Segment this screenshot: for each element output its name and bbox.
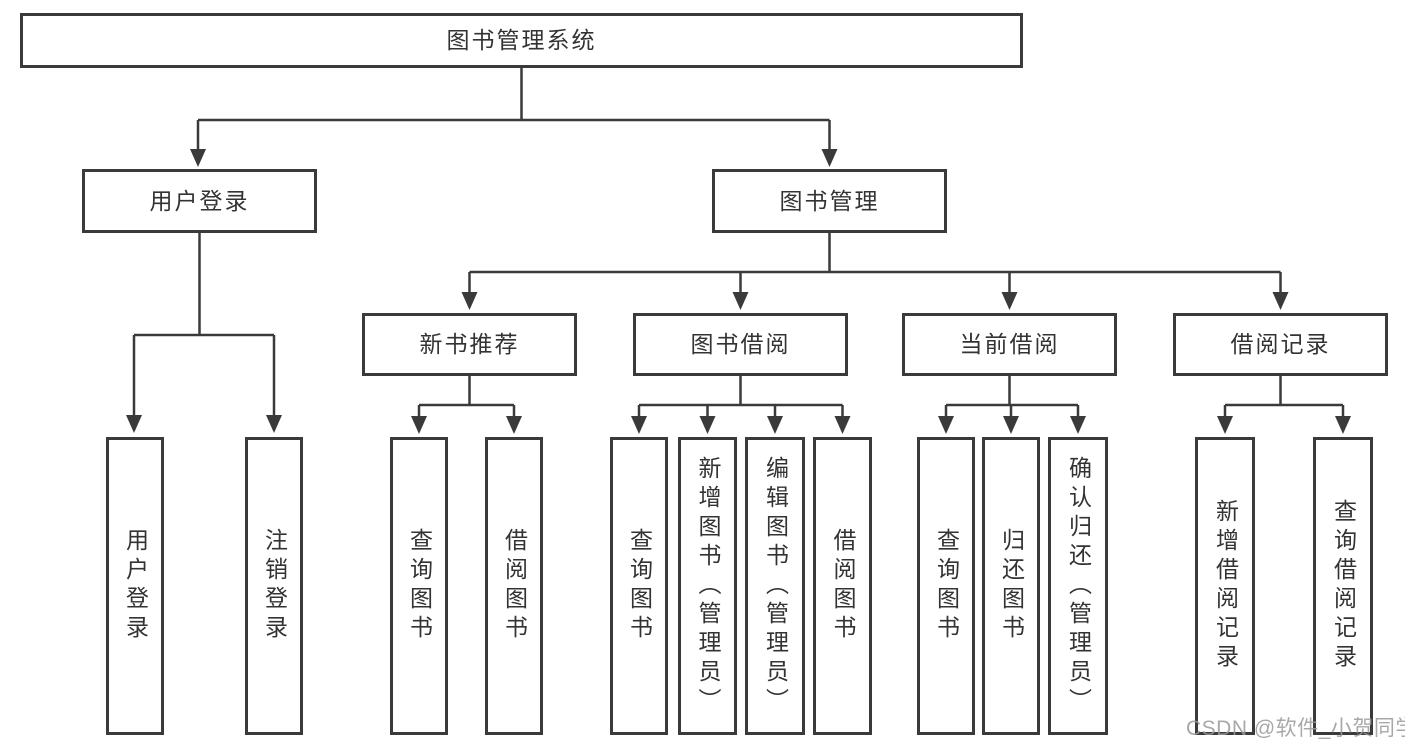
node-label: 用户登录 bbox=[122, 528, 149, 644]
node-label: 用户登录 bbox=[149, 187, 250, 214]
node-label: 借阅图书 bbox=[830, 528, 856, 644]
leaf-user-login: 用户登录 bbox=[106, 437, 164, 735]
leaf-add-books-admin: 新增图书（管理员） bbox=[678, 437, 737, 735]
node-label: 编辑图书（管理员） bbox=[762, 455, 789, 717]
node-label: 新书推荐 bbox=[419, 331, 520, 357]
leaf-edit-books-admin: 编辑图书（管理员） bbox=[745, 437, 805, 735]
node-library-management-system: 图书管理系统 bbox=[20, 13, 1023, 68]
node-label: 图书管理系统 bbox=[446, 27, 597, 53]
node-label: 查询借阅记录 bbox=[1330, 499, 1357, 673]
leaf-query-borrow-record: 查询借阅记录 bbox=[1313, 437, 1373, 735]
leaf-logout: 注销登录 bbox=[245, 437, 303, 735]
node-label: 新增图书（管理员） bbox=[695, 455, 721, 717]
node-new-book-recommendation: 新书推荐 bbox=[362, 313, 577, 376]
leaf-query-books-borrowing: 查询图书 bbox=[610, 437, 668, 735]
node-current-borrowing: 当前借阅 bbox=[902, 313, 1117, 376]
node-book-borrowing: 图书借阅 bbox=[633, 313, 848, 376]
node-label: 查询图书 bbox=[406, 528, 433, 644]
node-label: 查询图书 bbox=[933, 528, 960, 644]
leaf-query-books-current: 查询图书 bbox=[917, 437, 975, 735]
node-label: 图书管理 bbox=[779, 187, 880, 214]
leaf-add-borrow-record: 新增借阅记录 bbox=[1195, 437, 1255, 735]
leaf-return-books: 归还图书 bbox=[982, 437, 1040, 735]
leaf-confirm-return-admin: 确认归还（管理员） bbox=[1048, 437, 1108, 735]
leaf-borrow-books: 借阅图书 bbox=[813, 437, 872, 735]
node-borrowing-records: 借阅记录 bbox=[1173, 313, 1388, 376]
node-label: 归还图书 bbox=[998, 528, 1025, 644]
leaf-query-books-recommend: 查询图书 bbox=[390, 437, 448, 735]
node-book-management: 图书管理 bbox=[712, 169, 947, 233]
node-label: 借阅记录 bbox=[1230, 331, 1331, 357]
node-label: 图书借阅 bbox=[690, 331, 791, 357]
leaf-borrow-books-recommend: 借阅图书 bbox=[485, 437, 543, 735]
node-label: 新增借阅记录 bbox=[1212, 499, 1239, 673]
node-label: 注销登录 bbox=[261, 528, 288, 644]
node-label: 查询图书 bbox=[626, 528, 653, 644]
node-label: 借阅图书 bbox=[501, 528, 528, 644]
csdn-watermark: CSDN @软件_小贺同学 bbox=[1186, 717, 1405, 740]
node-user-login: 用户登录 bbox=[82, 169, 317, 233]
node-label: 当前借阅 bbox=[959, 331, 1060, 357]
node-label: 确认归还（管理员） bbox=[1065, 455, 1092, 717]
